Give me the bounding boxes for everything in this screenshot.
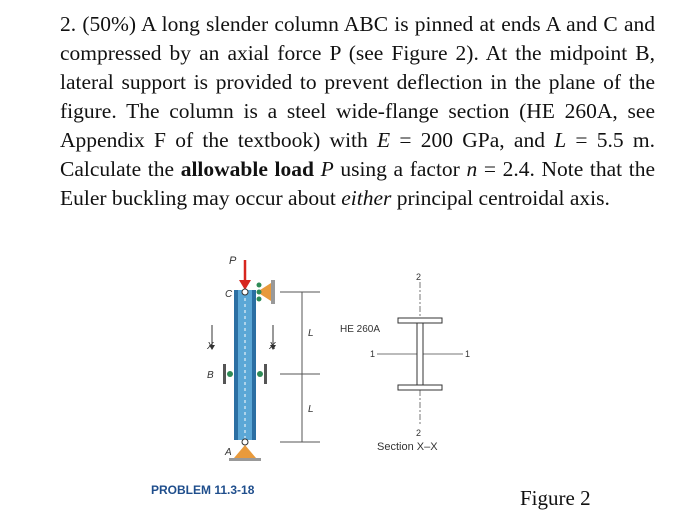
roller-C-3: [256, 296, 262, 302]
support-A: [234, 445, 256, 458]
lateral-roller-right: [257, 371, 263, 377]
problem-statement: 2. (50%) A long slender column ABC is pi…: [60, 12, 655, 210]
label-C: C: [225, 289, 233, 300]
section-flange-bottom: [397, 384, 443, 391]
pin-A: [241, 438, 249, 446]
pin-C: [241, 288, 249, 296]
section-web: [416, 322, 424, 386]
section-caption: Section X–X: [377, 441, 438, 453]
label-A: A: [224, 447, 232, 458]
column-flange-left: [234, 290, 238, 440]
column-figure: P C X X B A L L HE 260A 2 2 1 1 Section …: [151, 255, 470, 497]
section-name: HE 260A: [340, 324, 380, 335]
problem-number: 2. (50%): [60, 12, 137, 36]
column-flange-right: [252, 290, 256, 440]
emphasis-either: either: [341, 186, 392, 210]
lateral-roller-left: [227, 371, 233, 377]
roller-C-2: [256, 289, 262, 295]
support-A-base: [229, 458, 261, 461]
label-X-left: X: [206, 341, 214, 352]
support-C: [257, 283, 271, 301]
label-L-bottom: L: [308, 404, 314, 415]
label-B: B: [207, 370, 214, 381]
support-C-wall: [271, 280, 275, 304]
lateral-support-left: [223, 364, 226, 384]
axis-1-right: 1: [465, 349, 470, 359]
label-L-top: L: [308, 328, 314, 339]
label-X-right: X: [268, 341, 276, 352]
section-flange-top: [397, 317, 443, 324]
section-arrow-right: [270, 345, 276, 350]
label-P: P: [229, 255, 237, 267]
lateral-support-right: [264, 364, 267, 384]
load-arrowhead: [239, 280, 251, 290]
figure-caption: Figure 2: [520, 486, 591, 510]
symbol-E: E: [377, 128, 391, 152]
symbol-P: P: [320, 157, 334, 181]
axis-2-top: 2: [416, 272, 421, 282]
axis-2-bottom: 2: [416, 428, 421, 438]
roller-C-1: [256, 282, 262, 288]
problem-tag: PROBLEM 11.3-18: [151, 483, 255, 497]
emphasis-allowable-load: allowable load: [180, 157, 314, 181]
symbol-L: L: [554, 128, 567, 152]
axis-1-left: 1: [370, 349, 375, 359]
symbol-n: n: [466, 157, 478, 181]
section-arrow-left: [209, 345, 215, 350]
